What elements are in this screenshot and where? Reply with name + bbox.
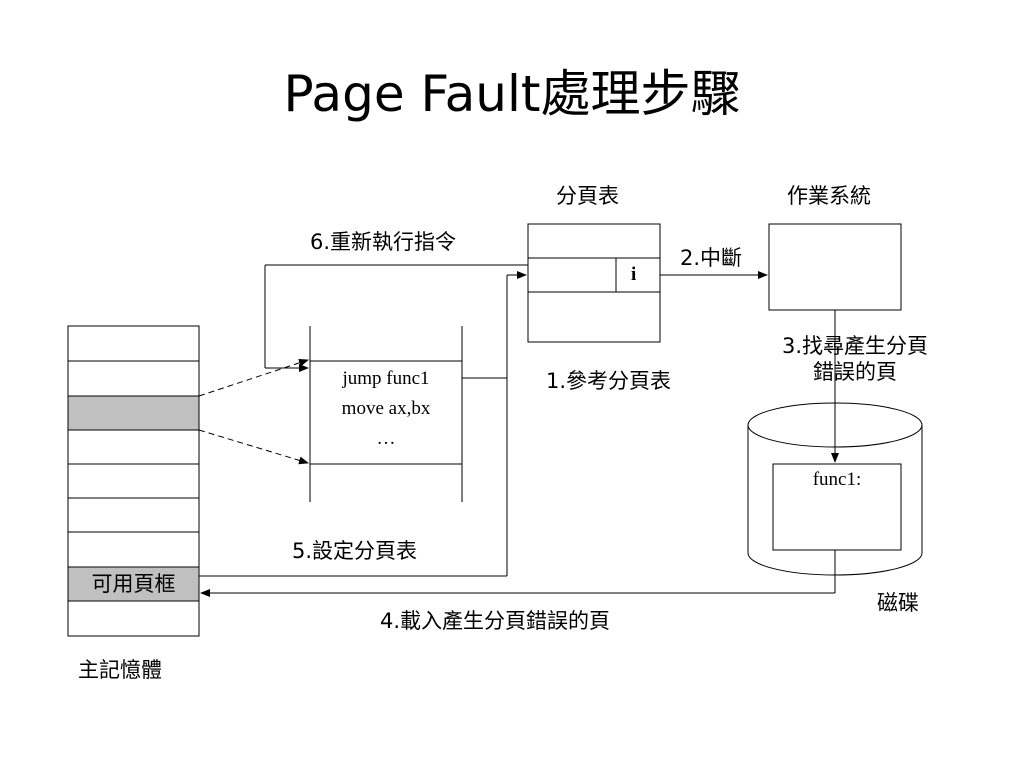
step1-label: 1.參考分頁表 bbox=[546, 369, 672, 393]
dashed-map-bottom bbox=[198, 429, 309, 465]
memory-label: 主記憶體 bbox=[78, 658, 162, 682]
code-line-1: jump func1 bbox=[342, 368, 430, 389]
program-code: jump func1 move ax,bx … bbox=[310, 364, 462, 454]
dashed-map-top bbox=[198, 359, 309, 397]
arrow-step4 bbox=[200, 550, 836, 597]
disk-label: 磁碟 bbox=[877, 591, 919, 615]
memory-frame-free bbox=[67, 566, 200, 602]
page-title: Page Fault處理步驟 bbox=[283, 65, 741, 123]
disk-page-content: func1: bbox=[812, 469, 862, 490]
os-label: 作業系統 bbox=[787, 184, 871, 208]
code-line-3: … bbox=[376, 428, 396, 449]
disk-page-box bbox=[772, 463, 902, 551]
page-table-invalid-bit: i bbox=[631, 264, 637, 285]
step4-label: 4.載入產生分頁錯誤的頁 bbox=[380, 609, 611, 633]
arrow-step1 bbox=[462, 271, 527, 379]
step5-label: 5.設定分頁表 bbox=[292, 539, 418, 563]
program-block bbox=[309, 326, 463, 502]
code-line-2: move ax,bx bbox=[341, 398, 431, 419]
step6-label: 6.重新執行指令 bbox=[310, 230, 457, 254]
step3-label-line2: 錯誤的頁 bbox=[813, 360, 897, 384]
os-box bbox=[768, 223, 902, 311]
step3-label-line1: 3.找尋產生分頁 bbox=[781, 334, 929, 358]
arrow-step5 bbox=[199, 378, 508, 577]
step3-label: 3.找尋產生分頁 錯誤的頁 bbox=[760, 333, 950, 385]
arrow-step6 bbox=[264, 264, 528, 372]
page-table-label: 分頁表 bbox=[556, 184, 619, 208]
memory-frame-highlighted bbox=[67, 395, 200, 431]
main-memory bbox=[67, 325, 200, 637]
page-table bbox=[527, 223, 661, 343]
free-frame-label: 可用頁框 bbox=[91, 572, 176, 596]
step2-label: 2.中斷 bbox=[680, 246, 743, 270]
